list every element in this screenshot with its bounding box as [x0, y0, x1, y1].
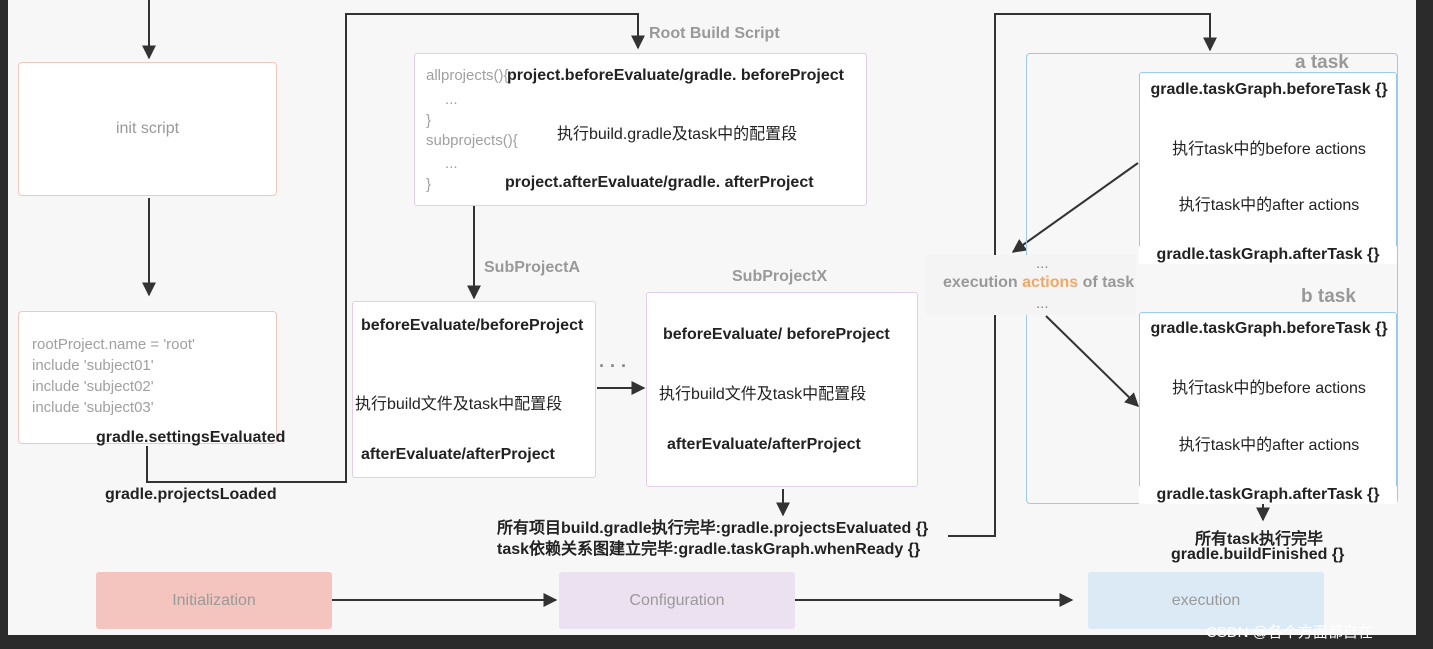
settings-line: include 'subject03' — [32, 399, 154, 416]
diagram-canvas: init script rootProject.name = 'root' in… — [8, 0, 1416, 635]
settings-line: include 'subject01' — [32, 357, 154, 374]
all-tasks-done-hook: 所有task执行完毕 — [1195, 531, 1324, 548]
projects-evaluated-hook: 所有项目build.gradle执行完毕:gradle.projectsEval… — [497, 520, 929, 537]
suba-after: afterEvaluate/afterProject — [361, 446, 555, 463]
root-before-project: project.beforeEvaluate/gradle. beforePro… — [507, 67, 844, 84]
subproject-a-title: SubProjectA — [484, 259, 581, 276]
subx-exec: 执行build文件及task中配置段 — [659, 386, 867, 403]
edge-ready-to-exec — [948, 13, 1217, 537]
root-exec-config: 执行build.gradle及task中的配置段 — [557, 126, 798, 143]
phase-execution-label: execution — [1171, 591, 1241, 609]
projects-loaded-hook: gradle.projectsLoaded — [105, 486, 277, 503]
root-code-line: } — [426, 176, 432, 193]
root-build-script-box: allprojects(){ ... } subprojects(){ ... … — [414, 53, 867, 206]
phase-initialization-label: Initialization — [172, 591, 256, 609]
root-code-line: ... — [445, 91, 458, 108]
settings-script-box: rootProject.name = 'root' include 'subje… — [18, 311, 277, 444]
task-a-after-actions: 执行task中的after actions — [1178, 197, 1360, 214]
build-finished-hook: gradle.buildFinished {} — [1171, 546, 1345, 563]
task-a-before-task: gradle.taskGraph.beforeTask {} — [1150, 81, 1388, 98]
settings-line: include 'subject02' — [32, 378, 154, 395]
execution-actions-label: execution actions of task — [943, 274, 1134, 292]
edge-atask-to-exec — [1011, 162, 1139, 253]
actions-word: actions — [1022, 274, 1079, 291]
phase-configuration-label: Configuration — [629, 591, 725, 609]
init-script-box: init script — [18, 62, 277, 196]
subx-before: beforeEvaluate/ beforeProject — [663, 326, 890, 343]
phase-initialization: Initialization — [96, 572, 332, 629]
subproject-x-box: beforeEvaluate/ beforeProject 执行build文件及… — [646, 292, 918, 487]
task-a-title: a task — [1295, 52, 1349, 73]
edge-exec-to-btask — [1045, 315, 1140, 407]
csdn-watermark: CSDN @各个方面都自在 — [1206, 624, 1373, 641]
exec-dots-top: ... — [1036, 255, 1049, 272]
task-a-before-actions: 执行task中的before actions — [1172, 141, 1366, 158]
edge-settings-to-root — [146, 13, 645, 483]
root-after-project: project.afterEvaluate/gradle. afterProje… — [505, 174, 814, 191]
task-b-before-task: gradle.taskGraph.beforeTask {} — [1150, 320, 1388, 337]
init-script-label: init script — [115, 120, 180, 137]
of-task-word: of task — [1078, 274, 1135, 291]
phase-execution: execution — [1088, 572, 1324, 629]
suba-before: beforeEvaluate/beforeProject — [361, 317, 584, 334]
execution-actions-panel: ... execution actions of task ... — [926, 255, 1136, 315]
task-b-title: b task — [1301, 286, 1356, 307]
subproject-x-title: SubProjectX — [732, 268, 828, 285]
root-code-line: ... — [445, 155, 458, 172]
ellipsis-dots: · · · — [599, 356, 627, 376]
task-graph-ready-hook: task依赖关系图建立完毕:gradle.taskGraph.whenReady… — [497, 541, 921, 558]
exec-dots-bottom: ... — [1036, 295, 1049, 312]
execution-word: execution — [943, 274, 1023, 291]
task-a-box: gradle.taskGraph.beforeTask {} 执行task中的b… — [1139, 72, 1397, 253]
settings-line: rootProject.name = 'root' — [32, 336, 195, 353]
settings-evaluated-hook: gradle.settingsEvaluated — [96, 429, 286, 446]
subproject-a-box: beforeEvaluate/beforeProject 执行build文件及t… — [352, 301, 596, 478]
phase-configuration: Configuration — [559, 572, 795, 629]
root-code-line: } — [426, 112, 432, 129]
root-code-line: allprojects(){ — [426, 67, 509, 84]
root-code-line: subprojects(){ — [426, 132, 518, 149]
task-b-before-actions: 执行task中的before actions — [1172, 380, 1366, 397]
task-b-after-task: gradle.taskGraph.afterTask {} — [1139, 486, 1397, 504]
subx-after: afterEvaluate/afterProject — [667, 436, 861, 453]
root-build-script-title: Root Build Script — [649, 25, 780, 42]
suba-exec: 执行build文件及task中配置段 — [355, 396, 563, 413]
task-b-box: gradle.taskGraph.beforeTask {} 执行task中的b… — [1139, 312, 1397, 493]
task-b-after-actions: 执行task中的after actions — [1178, 437, 1360, 454]
task-a-after-task: gradle.taskGraph.afterTask {} — [1139, 246, 1397, 264]
